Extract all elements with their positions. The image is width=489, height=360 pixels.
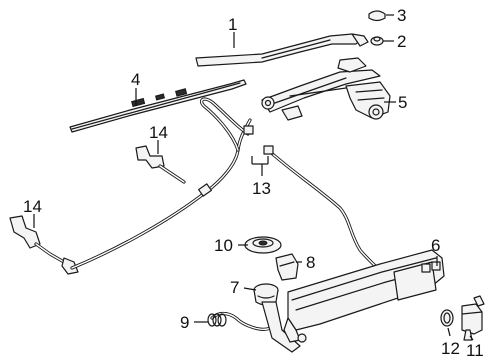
callout-14-upper: 14 (149, 123, 168, 142)
callout-11: 11 (466, 341, 484, 360)
washer-reservoir (283, 249, 445, 343)
seal-ring (440, 309, 454, 327)
leader-lines (33, 14, 474, 341)
nut (370, 36, 384, 46)
grommet (244, 236, 282, 254)
wiper-arm (195, 33, 369, 67)
callout-10: 10 (214, 236, 233, 255)
washer-hose-assembly (70, 97, 390, 280)
callout-8: 8 (306, 253, 315, 272)
washer-nozzle-upper (135, 145, 186, 184)
washer-pump (461, 295, 485, 341)
callout-13: 13 (252, 179, 271, 198)
cap (368, 10, 386, 22)
callout-7: 7 (230, 278, 239, 297)
callout-1: 1 (228, 15, 237, 34)
callout-14-lower: 14 (23, 197, 42, 216)
callout-9: 9 (180, 313, 189, 332)
callout-5: 5 (398, 93, 407, 112)
callout-3: 3 (397, 6, 406, 25)
wiper-blade (69, 79, 247, 133)
wiper-motor-linkage (261, 57, 391, 121)
callout-2: 2 (397, 32, 406, 51)
callout-6: 6 (431, 236, 440, 255)
callout-4: 4 (131, 70, 140, 89)
bracket (275, 253, 299, 281)
callout-12: 12 (441, 339, 460, 358)
washer-nozzle-lower (9, 215, 79, 275)
callout-labels: 1 2 3 4 5 14 14 13 10 8 7 9 6 12 11 (23, 6, 484, 360)
